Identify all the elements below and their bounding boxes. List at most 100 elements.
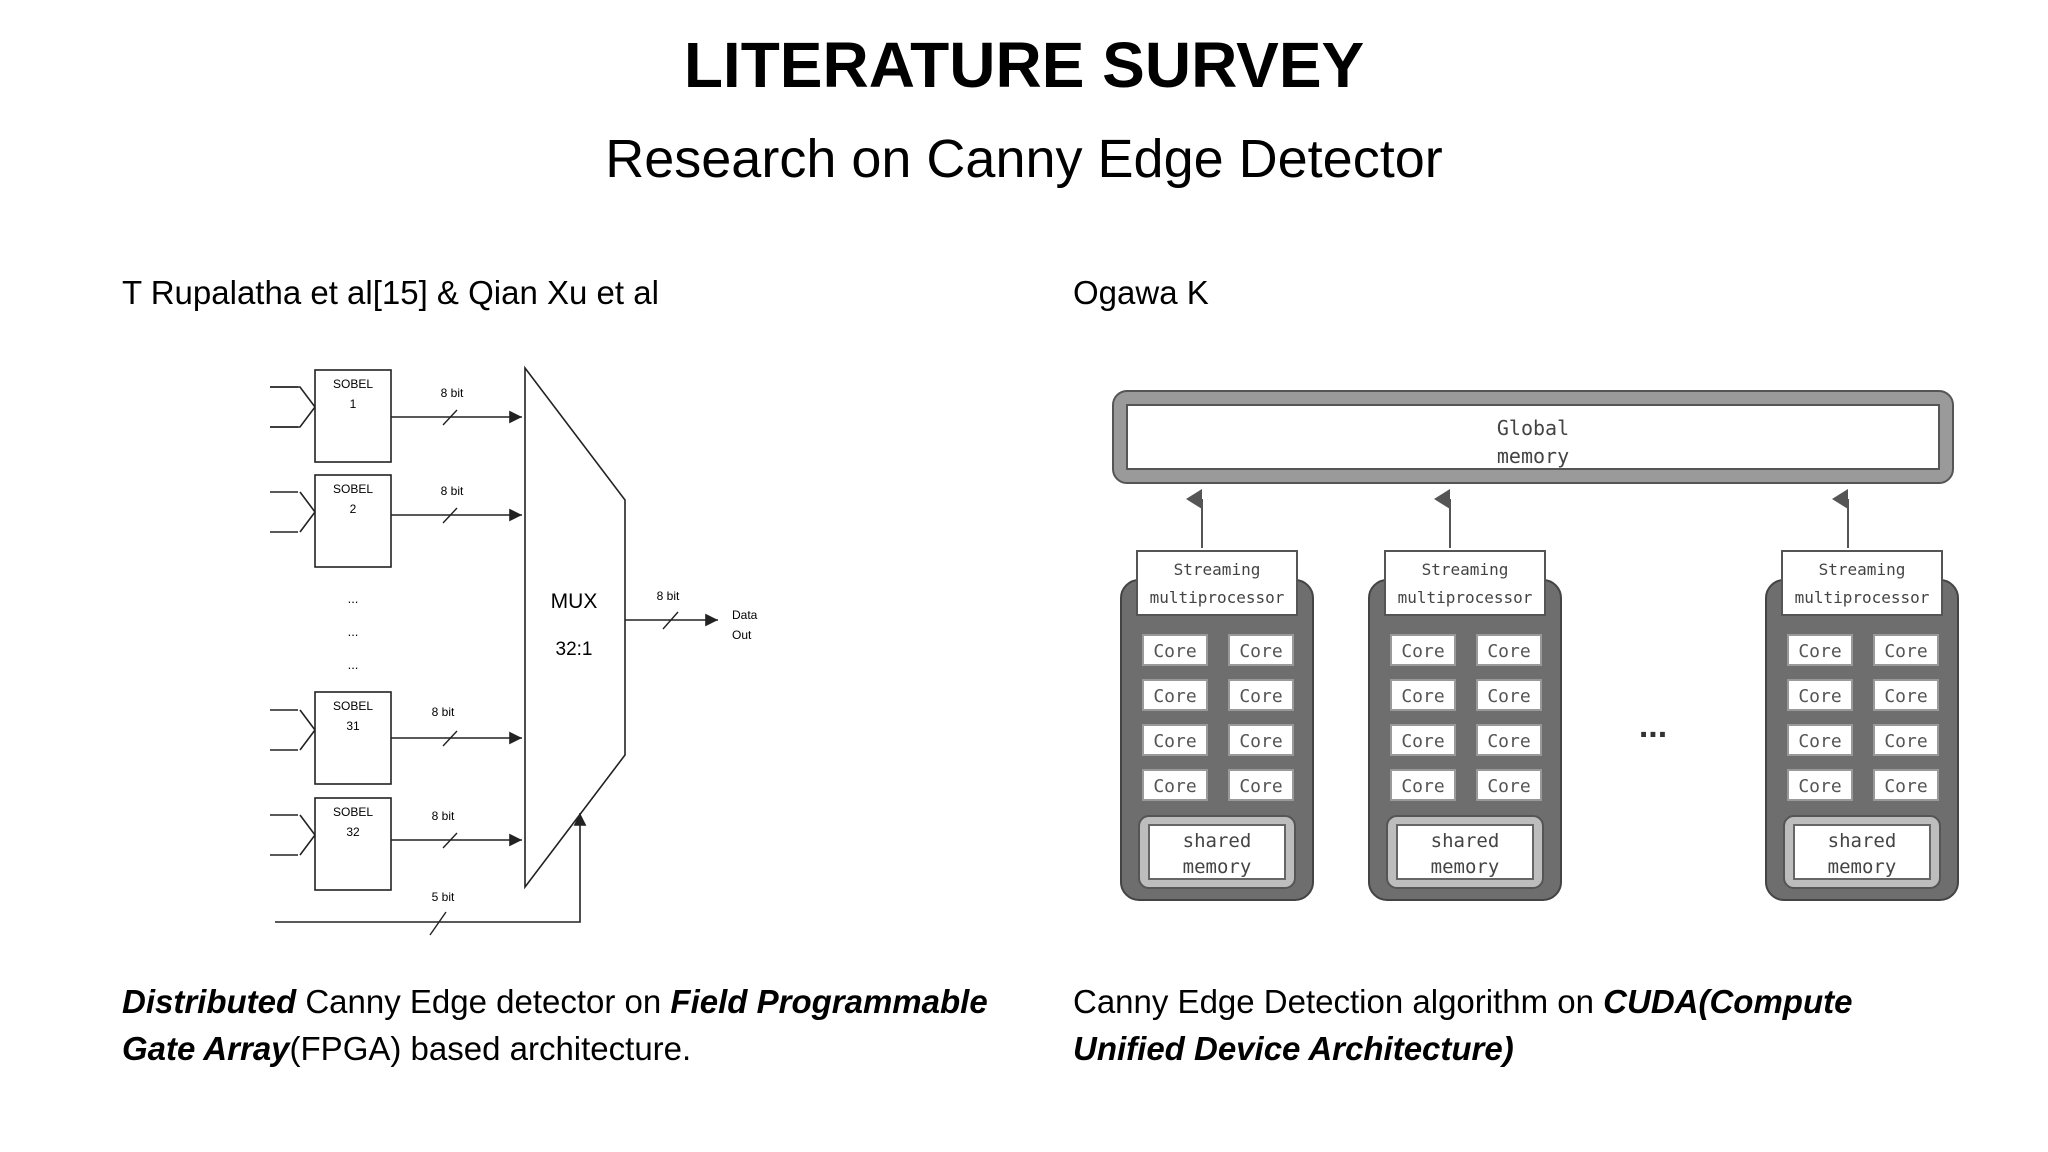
core-cell: Core [1228, 724, 1294, 756]
right-caption-text1: Canny Edge Detection algorithm on [1073, 983, 1604, 1020]
core-label: Core [1239, 641, 1282, 662]
core-cell: Core [1228, 679, 1294, 711]
select-line: 5 bit [275, 813, 587, 936]
core-label: Core [1884, 686, 1927, 707]
right-caption: Canny Edge Detection algorithm on CUDA(C… [1073, 978, 1933, 1072]
core-label: Core [1487, 686, 1530, 707]
core-cell: Core [1787, 679, 1853, 711]
mux-label: MUX [551, 590, 598, 613]
core-cell: Core [1787, 769, 1853, 801]
fpga-mux-diagram: SOBEL 1 8 bit SOBEL 2 8 bit ... ... ... … [270, 365, 758, 936]
core-label: Core [1239, 776, 1282, 797]
core-label: Core [1153, 731, 1196, 752]
core-cell: Core [1390, 679, 1456, 711]
core-label: Core [1884, 641, 1927, 662]
core-cell: Core [1476, 724, 1542, 756]
sobel-block-31: SOBEL 31 8 bit [270, 691, 522, 785]
shared-memory-line2: memory [1431, 856, 1500, 878]
core-cell: Core [1228, 634, 1294, 666]
core-cell: Core [1476, 634, 1542, 666]
core-label: Core [1487, 731, 1530, 752]
left-caption-em1: Distributed [122, 983, 297, 1020]
sm-label-line2: multiprocessor [1150, 588, 1285, 607]
sobel-32-bus: 8 bit [432, 809, 455, 823]
core-label: Core [1884, 776, 1927, 797]
shared-memory-line1: shared [1183, 830, 1252, 852]
slide-subtitle: Research on Canny Edge Detector [605, 129, 1443, 189]
sobel-2-name: SOBEL [333, 482, 373, 496]
core-cell: Core [1390, 769, 1456, 801]
sobel-2-index: 2 [350, 502, 357, 516]
core-label: Core [1239, 686, 1282, 707]
mux-ratio: 32:1 [556, 639, 593, 660]
core-label: Core [1153, 686, 1196, 707]
right-caption-em1: CUDA(Compute Unified Device Architecture… [1073, 983, 1853, 1067]
cuda-architecture-diagram: Global memory Streaming multiprocessorCor… [1112, 390, 1959, 901]
core-label: Core [1401, 731, 1444, 752]
shared-memory-line2: memory [1183, 856, 1252, 878]
sm-label-line1: Streaming [1422, 560, 1509, 579]
sobel-2-bus: 8 bit [441, 484, 464, 498]
core-cell: Core [1873, 679, 1939, 711]
sobel-32-name: SOBEL [333, 805, 373, 819]
sobel-1-bus: 8 bit [441, 386, 464, 400]
sobel-32-index: 32 [346, 825, 360, 839]
left-author: T Rupalatha et al[15] & Qian Xu et al [122, 274, 659, 311]
select-bus: 5 bit [432, 890, 455, 904]
core-cell: Core [1787, 724, 1853, 756]
mux-output: 8 bit Data Out [625, 589, 758, 642]
right-author: Ogawa K [1073, 274, 1209, 311]
core-label: Core [1153, 641, 1196, 662]
global-memory: Global memory [1112, 390, 1954, 484]
core-cell: Core [1787, 634, 1853, 666]
core-label: Core [1798, 776, 1841, 797]
core-label: Core [1401, 776, 1444, 797]
sm-label-line1: Streaming [1174, 560, 1261, 579]
core-cell: Core [1228, 769, 1294, 801]
sobel-1-index: 1 [350, 397, 357, 411]
core-label: Core [1798, 641, 1841, 662]
core-label: Core [1798, 731, 1841, 752]
core-cell: Core [1142, 724, 1208, 756]
core-cell: Core [1873, 724, 1939, 756]
core-label: Core [1798, 686, 1841, 707]
svg-text:...: ... [348, 591, 359, 606]
left-caption-text2: (FPGA) based architecture. [289, 1030, 692, 1067]
core-label: Core [1401, 686, 1444, 707]
sobel-block-32: SOBEL 32 8 bit [270, 797, 522, 891]
sobel-31-index: 31 [346, 719, 360, 733]
shared-memory-line2: memory [1828, 856, 1897, 878]
core-cell: Core [1873, 769, 1939, 801]
sobel-1-name: SOBEL [333, 377, 373, 391]
shared-memory-line1: shared [1828, 830, 1897, 852]
left-caption-em2: Field Programmable Gate Array [122, 983, 988, 1067]
sm-label-line2: multiprocessor [1795, 588, 1930, 607]
core-cell: Core [1142, 634, 1208, 666]
core-cell: Core [1390, 724, 1456, 756]
data-out-label-2: Out [732, 628, 752, 642]
sm-ellipsis: ... [1639, 707, 1667, 745]
shared-memory-line1: shared [1431, 830, 1500, 852]
core-label: Core [1401, 641, 1444, 662]
core-cell: Core [1142, 679, 1208, 711]
core-cell: Core [1476, 679, 1542, 711]
slide-title: LITERATURE SURVEY [683, 29, 1365, 101]
core-cell: Core [1142, 769, 1208, 801]
global-memory-line1: Global [1497, 416, 1569, 440]
left-caption-text1: Canny Edge detector on [296, 983, 671, 1020]
core-label: Core [1487, 641, 1530, 662]
output-bus: 8 bit [657, 589, 680, 603]
svg-text:...: ... [348, 624, 359, 639]
sobel-block-2: SOBEL 2 8 bit [270, 474, 522, 568]
core-label: Core [1884, 731, 1927, 752]
core-label: Core [1153, 776, 1196, 797]
sobel-block-1: SOBEL 1 8 bit [270, 369, 522, 463]
core-label: Core [1487, 776, 1530, 797]
sobel-31-bus: 8 bit [432, 705, 455, 719]
core-cell: Core [1476, 769, 1542, 801]
core-label: Core [1239, 731, 1282, 752]
sm-arrows [1186, 489, 1849, 548]
